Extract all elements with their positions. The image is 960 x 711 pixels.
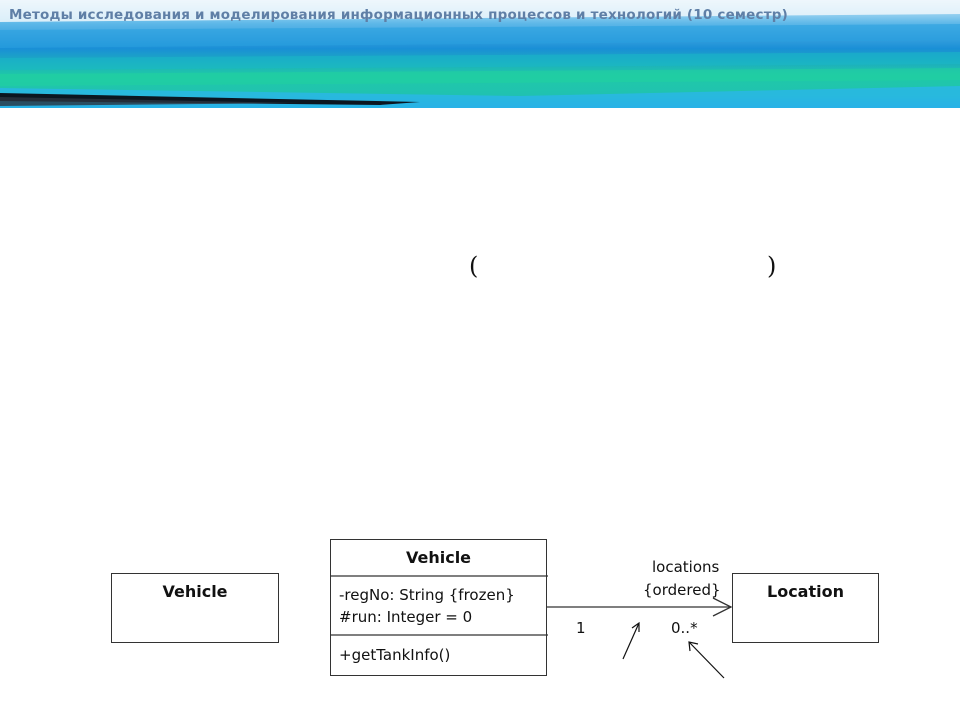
operation-gettankinfo: +getTankInfo() <box>339 646 451 664</box>
location-class-name: Location <box>767 582 844 601</box>
close-parenthesis: ) <box>767 252 777 280</box>
navigability-arrowhead <box>712 597 733 617</box>
open-parenthesis: ( <box>469 252 479 280</box>
vehicle-detailed-class <box>330 539 547 676</box>
banner-graphic <box>0 0 960 108</box>
target-multiplicity: 0..* <box>671 619 698 637</box>
source-multiplicity: 1 <box>576 619 586 637</box>
vehicle-simple-class <box>111 573 279 643</box>
banner-title: Методы исследования и моделирования инфо… <box>9 7 788 23</box>
header-banner: Методы исследования и моделирования инфо… <box>0 0 960 108</box>
pointer-arrow-left <box>622 621 640 660</box>
pointer-arrow-right <box>688 641 725 679</box>
vehicle-detailed-class-name: Vehicle <box>405 548 472 567</box>
vehicle-simple-class-name: Vehicle <box>162 582 228 601</box>
association-role-name: locations <box>652 558 720 576</box>
attribute-run: #run: Integer = 0 <box>339 608 473 626</box>
attribute-regno: -regNo: String {frozen} <box>339 586 515 604</box>
association-constraint: {ordered} <box>643 581 721 599</box>
location-class <box>732 573 879 643</box>
